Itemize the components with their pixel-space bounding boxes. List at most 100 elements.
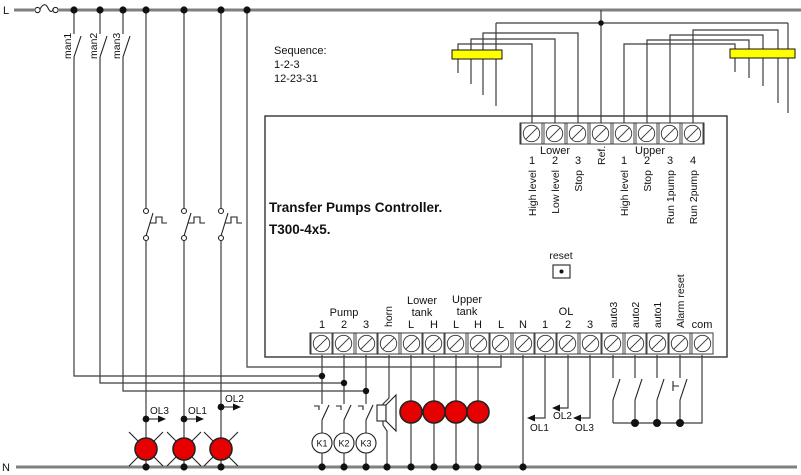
lower-terminal-strip: Pump 1 2 3 horn Lower tank Upper tank L …	[309, 274, 714, 355]
run-lamp-1	[128, 431, 164, 467]
terminal-number: 3	[667, 155, 673, 167]
pump-group-label: Pump	[330, 307, 359, 319]
lamp-upper-h	[466, 400, 490, 424]
terminal-label: Stop	[573, 170, 585, 192]
tag-ol2-left: OL2	[225, 394, 244, 405]
terminal-label: Stop	[642, 170, 654, 192]
terminal-letter: L	[498, 319, 504, 331]
wire-tags: OL3 OL1 OL2 OL1 OL2 OL3	[150, 394, 594, 434]
controller-outline	[264, 115, 728, 358]
wire-lower2	[470, 38, 556, 123]
sequence-note-line3: 12-23-31	[274, 73, 318, 85]
run-lamp-3	[203, 431, 239, 467]
junction-dots	[70, 6, 684, 471]
man2-label: man2	[88, 33, 100, 59]
arrowhead-icon	[527, 414, 535, 422]
man3-switch[interactable]: man3	[111, 33, 131, 59]
auto-switches	[612, 378, 688, 401]
wire-upper3	[669, 34, 764, 123]
arrowhead-icon	[233, 403, 241, 411]
l-rail-label: L	[3, 5, 9, 17]
left-terminal-bar	[451, 49, 503, 60]
controller-title-line2: T300-4x5.	[269, 222, 331, 237]
terminal-label: High level	[527, 170, 539, 216]
upper-tank-label: Upper	[452, 294, 482, 306]
wire-com-bus	[613, 355, 703, 424]
wire-man1	[73, 10, 322, 377]
terminal-label: auto1	[652, 302, 664, 328]
lamp-lower-h	[422, 400, 446, 424]
tag-ol2-right: OL2	[553, 411, 572, 422]
terminal-number: 1	[621, 155, 627, 167]
k3-coil-label: K3	[360, 439, 371, 449]
tag-ol3-left: OL3	[150, 406, 169, 417]
auto1-switch[interactable]	[656, 378, 665, 401]
manual-switches: man1 man2 man3	[62, 33, 131, 59]
reset-button[interactable]: reset	[549, 250, 573, 279]
man1-label: man1	[62, 33, 74, 59]
terminal-label: auto3	[608, 302, 620, 328]
k3-coil: K3	[355, 432, 377, 454]
fuse-icon	[34, 4, 59, 14]
terminal-number: 3	[575, 155, 581, 167]
wire-ref-bus	[495, 10, 789, 123]
terminal-number: 2	[565, 319, 571, 331]
upper-tank-label: tank	[457, 306, 478, 318]
auto3-switch[interactable]	[612, 378, 621, 401]
panel-indicator-lamps	[399, 400, 490, 424]
k1-contact	[314, 404, 330, 421]
lower-group-label: Lower	[540, 145, 570, 157]
pulse-icon	[150, 216, 167, 224]
terminal-label: Run 1pump	[665, 170, 677, 224]
arrowhead-icon	[196, 415, 204, 423]
wire-upper2	[646, 39, 750, 123]
pulse-icon	[188, 216, 205, 224]
terminal-number: 2	[552, 155, 558, 167]
reset-label: reset	[549, 250, 572, 262]
terminal-label: auto2	[630, 302, 642, 328]
k2-contact	[336, 404, 352, 421]
terminal-letter: N	[519, 319, 527, 331]
horn-terminal-label: horn	[383, 306, 395, 327]
step-contact-2	[180, 207, 205, 242]
man3-label: man3	[111, 33, 123, 59]
k2-coil: K2	[333, 432, 355, 454]
terminal-number: 1	[319, 319, 325, 331]
field-terminal-bars	[451, 48, 796, 60]
pushbutton-icon	[672, 381, 679, 391]
lamp-lower-l	[399, 400, 423, 424]
man1-switch[interactable]: man1	[62, 33, 82, 59]
pump-run-lamps	[128, 431, 239, 467]
tag-ol1-right: OL1	[530, 423, 549, 434]
terminal-label: Low level	[550, 170, 562, 214]
wire-ol3	[578, 355, 591, 419]
right-terminal-bar	[729, 48, 796, 59]
ref-terminal-label: Ref.	[596, 146, 608, 165]
controller-box: Transfer Pumps Controller. T300-4x5. res…	[264, 115, 728, 358]
man2-switch[interactable]: man2	[88, 33, 108, 59]
wire-ol1	[532, 355, 546, 419]
terminal-number: 3	[587, 319, 593, 331]
terminal-number: 2	[644, 155, 650, 167]
terminal-letter: H	[430, 319, 438, 331]
terminal-number: 3	[363, 319, 369, 331]
wire-man3	[122, 10, 366, 392]
pulse-icon	[225, 216, 242, 224]
wire-upper4	[692, 29, 779, 123]
terminal-label: Alarm reset	[675, 274, 687, 328]
alarm-reset-switch[interactable]	[672, 378, 688, 401]
upper-terminal-strip: Lower Upper Ref. 1 2 3 1 2 3 4 High leve…	[519, 122, 705, 224]
wiring	[73, 10, 789, 467]
reset-button-dot	[559, 269, 564, 274]
terminal-letter: L	[453, 319, 459, 331]
auto2-switch[interactable]	[634, 378, 643, 401]
controller-title-line1: Transfer Pumps Controller.	[269, 200, 442, 215]
wire-man2	[99, 10, 344, 384]
arrowhead-icon	[158, 415, 166, 423]
pump-relay-circuits: K1 K2 K3	[311, 404, 377, 454]
terminal-number: 2	[341, 319, 347, 331]
k1-coil-label: K1	[316, 439, 327, 449]
step-contacts	[142, 207, 242, 242]
terminal-letter: L	[408, 319, 414, 331]
